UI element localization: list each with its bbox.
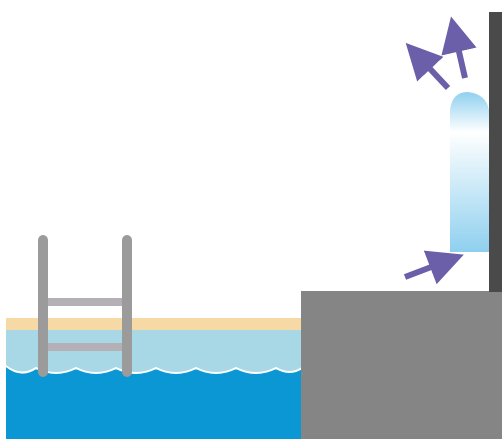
- pool-deck: [6, 318, 302, 330]
- water-splash-icon: [450, 92, 489, 252]
- deflect-arrow-left: [418, 56, 448, 88]
- ladder-rung-top: [48, 298, 122, 306]
- ladder-rung-bottom: [48, 343, 122, 351]
- water-deep: [6, 366, 302, 439]
- wall: [489, 12, 502, 292]
- incoming-arrow: [405, 261, 447, 277]
- deflect-arrow-up: [455, 34, 465, 78]
- concrete-ledge: [301, 291, 502, 439]
